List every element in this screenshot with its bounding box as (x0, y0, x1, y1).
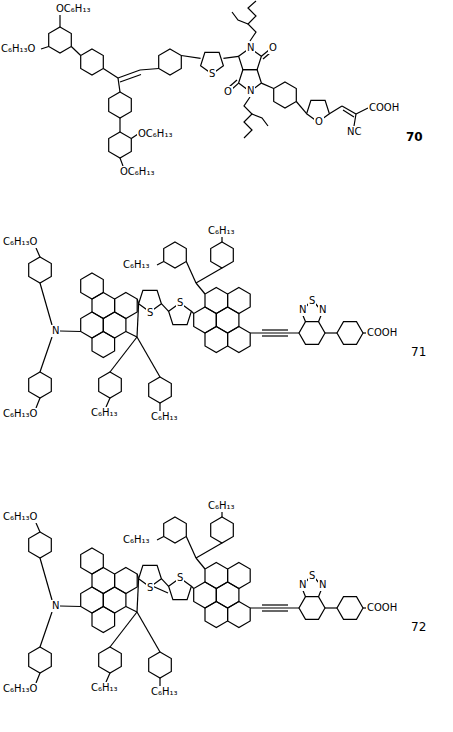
atom-label: C₆H₁₃ (150, 686, 179, 698)
atom-label: N (298, 579, 307, 591)
atom-label: N (246, 85, 255, 97)
atom-label: C₆H₁₃O (2, 683, 38, 695)
atom-label: N (51, 600, 60, 612)
atom-label: N (51, 325, 60, 337)
atom-label: C₆H₁₃O (2, 408, 38, 420)
atom-label: OC₆H₁₃ (137, 128, 173, 140)
atom-label: OC₆H₁₃ (55, 3, 91, 15)
atom-label: S (146, 582, 154, 594)
molecule-70-skeleton (41, 1, 368, 166)
atom-label: S (308, 570, 316, 582)
atom-label: COOH (366, 602, 398, 614)
atom-label: COOH (366, 327, 398, 339)
atom-label: O (314, 116, 324, 128)
atom-label: C₆H₁₃ (207, 225, 236, 237)
atom-label: C₆H₁₃ (207, 500, 236, 512)
atom-label: C₆H₁₃O (2, 236, 38, 248)
atom-label: C₆H₁₃ (150, 411, 179, 423)
atom-label: S (176, 297, 184, 309)
atom-label: C₆H₁₃ (122, 259, 151, 271)
compound-number: 70 (405, 130, 424, 144)
atom-label: OC₆H₁₃ (119, 166, 155, 178)
atom-label: O (223, 86, 233, 98)
atom-label: N (318, 304, 327, 316)
atom-label: C₆H₁₃ (122, 534, 151, 546)
compound-number: 72 (410, 620, 427, 634)
molecule-71-drawing (29, 237, 367, 411)
atom-label: C₆H₁₃O (0, 43, 36, 55)
molecule-72-drawing (29, 512, 367, 686)
atom-label: O (268, 42, 278, 54)
atom-label: COOH (368, 102, 400, 114)
atom-label: S (146, 307, 154, 319)
atom-label: C₆H₁₃ (90, 407, 119, 419)
atom-label: NC (346, 126, 362, 138)
atom-label: S (308, 295, 316, 307)
atom-label: S (208, 68, 216, 80)
atom-label: N (298, 304, 307, 316)
atom-label: N (246, 42, 255, 54)
atom-label: C₆H₁₃O (2, 511, 38, 523)
atom-label: N (318, 579, 327, 591)
atom-label: S (176, 572, 184, 584)
compound-number: 71 (410, 345, 427, 359)
atom-label: C₆H₁₃ (90, 682, 119, 694)
